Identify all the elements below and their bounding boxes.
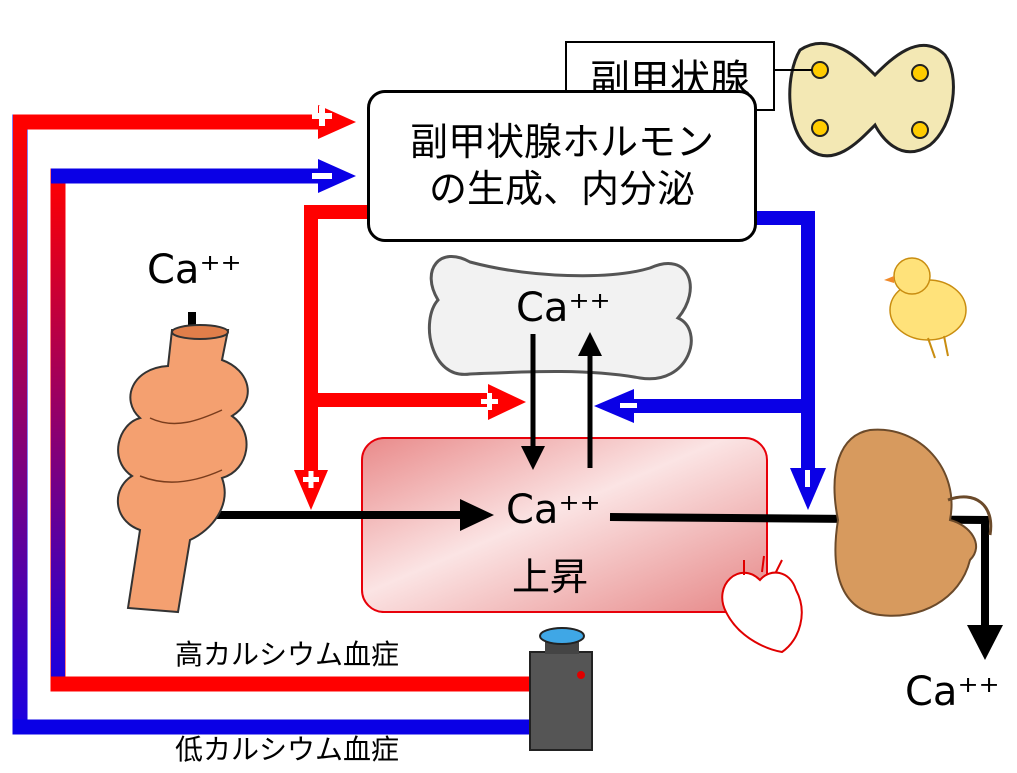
hypocalcemia-label: 低カルシウム血症 (175, 733, 400, 766)
hyper-loop-gradient (51, 176, 65, 684)
plus-sign-top (312, 106, 332, 126)
hormone-box-line1: 副甲状腺ホルモン (409, 119, 714, 164)
bone-calcium-label: Ca⁺⁺ (516, 285, 611, 331)
inhibit-path-right (752, 211, 815, 478)
bone-deposit-arrowhead (521, 446, 545, 470)
blood-calcium-label: Ca⁺⁺ (506, 487, 601, 533)
kidney-illustration (833, 428, 993, 617)
inhibit-down-arrowhead (790, 468, 826, 510)
parathyroid-gland (788, 41, 955, 158)
calcium-meter-device (529, 627, 593, 751)
kidney-excretion-arrowhead (967, 625, 1003, 660)
urine-calcium-label: Ca⁺⁺ (905, 669, 1000, 715)
blood-increase-label: 上昇 (512, 555, 589, 599)
inhibit-arrowhead (318, 159, 356, 193)
bone-release-arrowhead (578, 332, 602, 356)
minus-sign-top (312, 173, 332, 179)
stimulate-bone-arrowhead (488, 384, 526, 420)
chick-illustration (884, 257, 967, 359)
intestine-absorption-arrowhead (460, 499, 494, 531)
bone-shape (427, 255, 693, 381)
minus-sign-bone (620, 403, 637, 408)
hypercalcemia-label: 高カルシウム血症 (175, 638, 400, 671)
intestine-illustration (117, 324, 249, 614)
minus-sign-down (805, 470, 810, 487)
blood-calcium-box (361, 437, 768, 613)
plus-sign-down (303, 471, 319, 488)
kidney-excretion-line (609, 513, 989, 625)
inhibit-bone-arrowhead (594, 389, 634, 423)
plus-sign-bone (481, 393, 498, 410)
heart-illustration (721, 555, 803, 654)
stimulate-down-arrowhead (294, 470, 328, 510)
intestine-calcium-label: Ca⁺⁺ (147, 247, 242, 293)
hormone-box-line2: の生成、内分泌 (428, 167, 695, 211)
hypo-loop-gradient (13, 122, 27, 727)
hormone-box: 副甲状腺ホルモン の生成、内分泌 (367, 90, 757, 242)
stimulate-path-left (304, 205, 372, 480)
